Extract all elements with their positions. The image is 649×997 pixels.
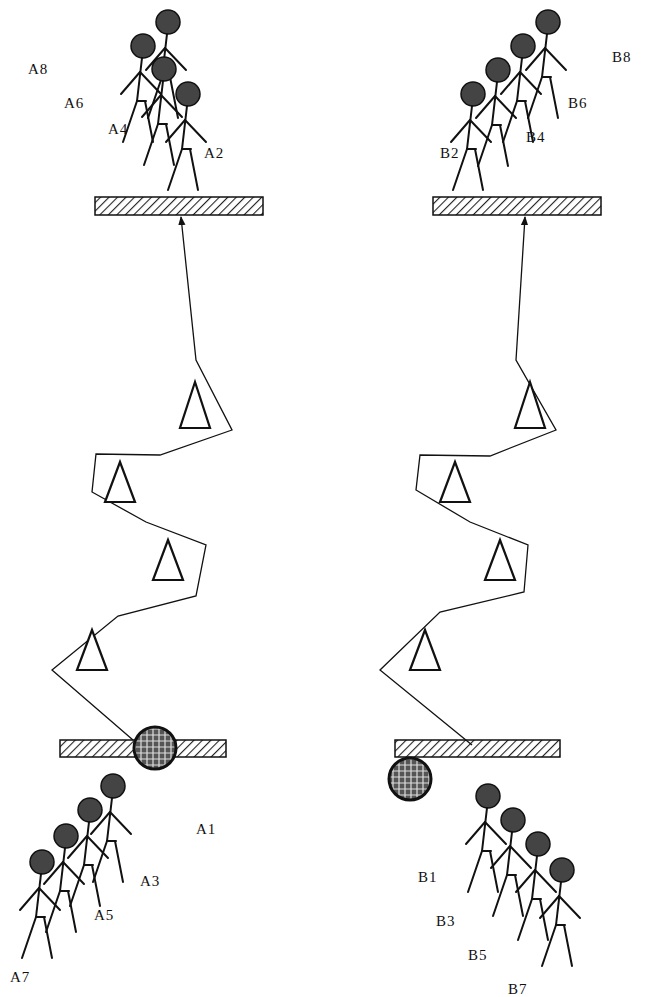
player-figure bbox=[20, 850, 60, 958]
player-figure bbox=[526, 10, 566, 118]
player-figure bbox=[91, 774, 131, 882]
player-label: B6 bbox=[568, 96, 588, 111]
player-label: B7 bbox=[508, 982, 528, 997]
cone bbox=[440, 462, 470, 502]
end-line-bar bbox=[433, 197, 601, 215]
player-figure bbox=[44, 824, 84, 932]
ball bbox=[134, 727, 176, 769]
cones bbox=[77, 382, 545, 670]
player-figure bbox=[501, 34, 541, 142]
cone bbox=[410, 630, 440, 670]
player-label: A1 bbox=[196, 822, 216, 837]
player-label: B2 bbox=[440, 146, 460, 161]
player-figure bbox=[491, 808, 531, 916]
player-label: A5 bbox=[94, 908, 114, 923]
cone bbox=[485, 540, 515, 580]
end-line-bar bbox=[95, 197, 263, 215]
player-label: A4 bbox=[108, 122, 128, 137]
player-figure bbox=[166, 82, 206, 190]
cone bbox=[153, 540, 183, 580]
player-label: A7 bbox=[10, 970, 30, 985]
player-label: A6 bbox=[64, 96, 84, 111]
cone bbox=[180, 382, 210, 428]
player-label: B5 bbox=[468, 948, 488, 963]
player-figure bbox=[142, 57, 182, 165]
player-label: A2 bbox=[204, 146, 224, 161]
ball bbox=[389, 758, 431, 800]
player-figure bbox=[476, 58, 516, 166]
player-label: A8 bbox=[28, 62, 48, 77]
player-label: B1 bbox=[418, 870, 438, 885]
cone bbox=[515, 382, 545, 428]
player-figure bbox=[466, 784, 506, 892]
player-figure bbox=[451, 82, 491, 190]
cone bbox=[105, 462, 135, 502]
cone bbox=[77, 630, 107, 670]
player-figure bbox=[516, 832, 556, 940]
dribble-path bbox=[52, 217, 232, 740]
player-label: B4 bbox=[526, 130, 546, 145]
dribble-path bbox=[380, 217, 556, 745]
player-label: B8 bbox=[612, 50, 632, 65]
player-label: A3 bbox=[140, 874, 160, 889]
player-label: B3 bbox=[436, 914, 456, 929]
player-figure bbox=[68, 798, 108, 906]
player-figure bbox=[540, 858, 580, 966]
start-line-bar bbox=[395, 740, 560, 757]
